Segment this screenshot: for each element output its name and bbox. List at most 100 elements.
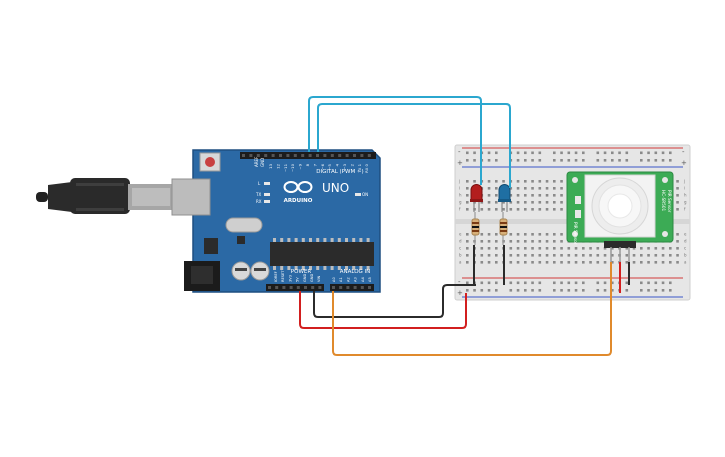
breadboard-hole[interactable] <box>574 247 578 250</box>
breadboard-hole[interactable] <box>661 247 665 250</box>
breadboard-hole[interactable] <box>538 233 542 236</box>
breadboard-hole[interactable] <box>611 151 614 155</box>
breadboard-hole[interactable] <box>487 187 491 190</box>
breadboard-hole[interactable] <box>625 261 629 264</box>
breadboard-hole[interactable] <box>524 281 527 285</box>
breadboard-hole[interactable] <box>509 261 513 264</box>
breadboard-hole[interactable] <box>524 289 527 292</box>
breadboard-hole[interactable] <box>603 159 607 162</box>
breadboard-hole[interactable] <box>509 240 513 243</box>
breadboard-hole[interactable] <box>524 254 527 257</box>
breadboard-hole[interactable] <box>524 180 527 183</box>
breadboard-hole[interactable] <box>567 247 571 250</box>
breadboard-hole[interactable] <box>466 261 469 264</box>
breadboard-hole[interactable] <box>589 247 592 250</box>
breadboard-hole[interactable] <box>516 187 520 190</box>
breadboard-hole[interactable] <box>516 201 520 204</box>
breadboard-hole[interactable] <box>487 281 491 285</box>
breadboard-hole[interactable] <box>567 159 571 162</box>
breadboard-hole[interactable] <box>567 261 571 264</box>
breadboard-hole[interactable] <box>545 194 549 197</box>
breadboard-hole[interactable] <box>596 254 600 257</box>
breadboard-hole[interactable] <box>611 254 614 257</box>
breadboard-hole[interactable] <box>676 240 679 243</box>
breadboard-hole[interactable] <box>545 261 549 264</box>
breadboard-hole[interactable] <box>676 208 679 211</box>
breadboard-hole[interactable] <box>676 247 679 250</box>
wire-5v-to-breadboard[interactable] <box>299 291 467 329</box>
breadboard-hole[interactable] <box>618 159 621 162</box>
breadboard-hole[interactable] <box>603 289 607 292</box>
header-pin-hole[interactable] <box>279 154 282 157</box>
breadboard-hole[interactable] <box>466 281 469 285</box>
header-pin-hole[interactable] <box>368 286 371 289</box>
breadboard-hole[interactable] <box>596 247 600 250</box>
breadboard-hole[interactable] <box>574 151 578 155</box>
breadboard-hole[interactable] <box>560 201 563 204</box>
breadboard-hole[interactable] <box>596 159 600 162</box>
header-pin-hole[interactable] <box>367 154 371 157</box>
breadboard-hole[interactable] <box>574 281 578 285</box>
breadboard-hole[interactable] <box>509 201 513 204</box>
breadboard-hole[interactable] <box>538 151 542 155</box>
breadboard-hole[interactable] <box>531 159 534 162</box>
breadboard-hole[interactable] <box>531 208 534 211</box>
breadboard-hole[interactable] <box>531 261 534 264</box>
breadboard-hole[interactable] <box>560 180 563 183</box>
breadboard-hole[interactable] <box>509 289 513 292</box>
breadboard-hole[interactable] <box>495 180 498 183</box>
breadboard-hole[interactable] <box>487 208 491 211</box>
breadboard-hole[interactable] <box>574 159 578 162</box>
breadboard-hole[interactable] <box>487 151 491 155</box>
breadboard-hole[interactable] <box>582 159 585 162</box>
breadboard-hole[interactable] <box>611 247 614 250</box>
breadboard-hole[interactable] <box>538 208 542 211</box>
breadboard-hole[interactable] <box>516 254 520 257</box>
breadboard-hole[interactable] <box>560 159 563 162</box>
breadboard-hole[interactable] <box>640 247 643 250</box>
breadboard-hole[interactable] <box>676 233 679 236</box>
pir-potentiometer-2[interactable] <box>575 210 581 218</box>
breadboard-hole[interactable] <box>553 208 556 211</box>
blue-led[interactable] <box>498 184 511 213</box>
breadboard-hole[interactable] <box>545 180 549 183</box>
breadboard-hole[interactable] <box>553 159 556 162</box>
breadboard-hole[interactable] <box>466 151 469 155</box>
header-pin-hole[interactable] <box>301 154 305 157</box>
breadboard-hole[interactable] <box>603 254 607 257</box>
breadboard-hole[interactable] <box>473 180 476 183</box>
breadboard-hole[interactable] <box>495 261 498 264</box>
breadboard-hole[interactable] <box>640 261 643 264</box>
breadboard-hole[interactable] <box>553 233 556 236</box>
breadboard-hole[interactable] <box>553 201 556 204</box>
breadboard-hole[interactable] <box>603 247 607 250</box>
breadboard-hole[interactable] <box>487 159 491 162</box>
header-pin-hole[interactable] <box>332 286 335 289</box>
breadboard-hole[interactable] <box>553 254 556 257</box>
header-pin-hole[interactable] <box>308 154 312 157</box>
breadboard-hole[interactable] <box>545 247 549 250</box>
breadboard-hole[interactable] <box>625 247 629 250</box>
breadboard-hole[interactable] <box>480 254 484 257</box>
breadboard-hole[interactable] <box>553 187 556 190</box>
breadboard-hole[interactable] <box>487 261 491 264</box>
breadboard-hole[interactable] <box>553 240 556 243</box>
breadboard-hole[interactable] <box>466 289 469 292</box>
breadboard-hole[interactable] <box>495 159 498 162</box>
breadboard-hole[interactable] <box>473 151 476 155</box>
breadboard-hole[interactable] <box>545 254 549 257</box>
breadboard-hole[interactable] <box>632 254 636 257</box>
breadboard-hole[interactable] <box>487 180 491 183</box>
breadboard-hole[interactable] <box>654 159 658 162</box>
breadboard-hole[interactable] <box>480 208 484 211</box>
breadboard-hole[interactable] <box>661 261 665 264</box>
breadboard-hole[interactable] <box>611 261 614 264</box>
breadboard-hole[interactable] <box>466 240 469 243</box>
breadboard-hole[interactable] <box>516 233 520 236</box>
breadboard-hole[interactable] <box>596 281 600 285</box>
breadboard-hole[interactable] <box>654 254 658 257</box>
breadboard-hole[interactable] <box>582 261 585 264</box>
breadboard-hole[interactable] <box>669 151 672 155</box>
wire-pin8-to-red-led[interactable] <box>308 96 482 185</box>
breadboard-hole[interactable] <box>567 289 571 292</box>
